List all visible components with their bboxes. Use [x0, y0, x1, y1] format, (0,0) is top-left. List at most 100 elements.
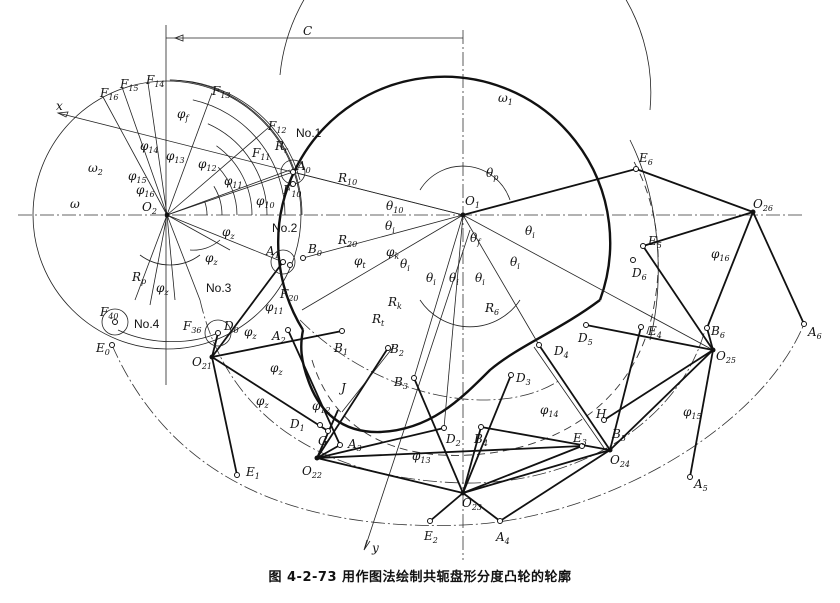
- center-o26: [750, 209, 756, 215]
- label-subscript: 2: [432, 536, 438, 545]
- label-main: D: [445, 432, 456, 446]
- ray-o2-lower: [134, 214, 168, 301]
- label-main: A: [807, 325, 817, 339]
- label-subscript: 15: [128, 84, 138, 93]
- label-theta-i1: θi: [385, 219, 395, 235]
- label-subscript: 11: [273, 307, 283, 316]
- label-omega: ω: [70, 197, 80, 211]
- label-subscript: 0: [317, 249, 322, 258]
- label-phi11a: φ11: [224, 174, 243, 190]
- ray-o2-f: [166, 127, 269, 216]
- label-phi14a: φ14: [140, 139, 159, 155]
- ray-o2-f: [121, 86, 168, 216]
- label-main: O: [753, 197, 763, 211]
- label-main: ω: [70, 197, 80, 211]
- point-e1: [234, 472, 240, 478]
- label-main: A: [693, 477, 703, 491]
- label-main: φ: [683, 405, 692, 419]
- label-main: θ: [426, 271, 434, 285]
- label-y: y: [371, 541, 379, 555]
- label-d0: D0: [223, 319, 239, 335]
- label-o25: O25: [716, 349, 736, 365]
- label-subscript: 15: [691, 412, 701, 421]
- label-subscript: 26: [762, 204, 773, 213]
- label-f14: F14: [145, 73, 165, 89]
- label-main: E: [245, 465, 255, 479]
- label-subscript: 1: [275, 251, 280, 260]
- label-main: G: [318, 434, 328, 448]
- label-main: No.4: [134, 317, 160, 331]
- label-subscript: 11: [260, 153, 270, 162]
- angle-arc-phi: [192, 99, 286, 216]
- x-axis-arrow: [56, 111, 69, 118]
- arc-e-right: [629, 139, 659, 341]
- label-phi-z3: φz: [156, 281, 169, 297]
- label-e3: E3: [572, 431, 587, 447]
- label-phi-z5: φz: [270, 361, 283, 377]
- label-main: O: [302, 464, 312, 478]
- label-main: B: [710, 324, 720, 338]
- label-f36: F36: [182, 319, 202, 335]
- label-main: θ: [510, 255, 518, 269]
- outer-dash-arc: [111, 323, 805, 526]
- label-subscript: p: [493, 173, 498, 182]
- label-main: F: [251, 146, 261, 160]
- label-o21: O21: [192, 355, 212, 371]
- label-subscript: 5: [588, 338, 593, 347]
- label-phi12a: φ12: [198, 157, 217, 173]
- center-o1: [460, 212, 466, 218]
- label-omega2: ω2: [88, 161, 103, 177]
- point-h: [601, 417, 607, 423]
- label-main: D: [223, 319, 234, 333]
- ray-o2-lower: [166, 214, 176, 301]
- label-main: θ: [486, 166, 494, 180]
- label-main: F: [279, 287, 289, 301]
- label-phi-z4: φz: [244, 325, 257, 341]
- label-r10: R10: [337, 171, 357, 187]
- label-no1: No.1: [296, 126, 322, 140]
- label-main: B: [389, 342, 399, 356]
- label-theta10: θ10: [386, 199, 403, 215]
- label-main: A: [347, 437, 357, 451]
- angle-arc-phi: [207, 123, 268, 216]
- label-theta-p: θp: [486, 166, 498, 182]
- label-f16: F16: [99, 86, 119, 102]
- label-phi-k: φk: [386, 245, 399, 261]
- label-main: φ: [412, 449, 421, 463]
- label-main: E: [647, 324, 657, 338]
- label-subscript: z: [277, 368, 283, 377]
- label-theta-i4: θi: [449, 271, 459, 287]
- label-subscript: 13: [220, 91, 230, 100]
- label-main: B: [333, 341, 343, 355]
- label-x: x: [56, 99, 63, 113]
- ray-o2-f: [102, 96, 168, 216]
- label-main: φ: [136, 183, 145, 197]
- label-subscript: 36: [191, 326, 201, 335]
- label-main: No.3: [206, 281, 232, 295]
- label-main: φ: [256, 194, 265, 208]
- label-phi15b: φ15: [683, 405, 702, 421]
- label-no4: No.4: [134, 317, 160, 331]
- dimension-arrow: [173, 34, 184, 42]
- label-subscript: 24: [619, 460, 630, 469]
- label-main: B: [611, 427, 621, 441]
- label-main: F: [145, 73, 155, 87]
- label-main: φ: [256, 394, 265, 408]
- label-phi11b: φ11: [265, 300, 284, 316]
- label-theta-i7: θi: [525, 224, 535, 240]
- label-subscript: i: [532, 231, 535, 240]
- label-main: O: [716, 349, 726, 363]
- label-subscript: 1: [255, 472, 260, 481]
- figure-caption: 图 4-2-73 用作图法绘制共轭盘形分度凸轮的轮廓: [268, 570, 572, 585]
- label-rr: Rr: [274, 139, 289, 155]
- link-o22-a3: [316, 444, 341, 459]
- radius-r20: [302, 214, 464, 259]
- label-subscript: i: [456, 278, 459, 287]
- label-b1: B1: [333, 341, 348, 357]
- outer-arc-top: [279, 0, 652, 111]
- label-subscript: 14: [548, 410, 558, 419]
- label-main: φ: [312, 399, 321, 413]
- label-subscript: k: [397, 302, 402, 311]
- double-line-d4: [533, 346, 605, 449]
- label-main: B: [393, 375, 403, 389]
